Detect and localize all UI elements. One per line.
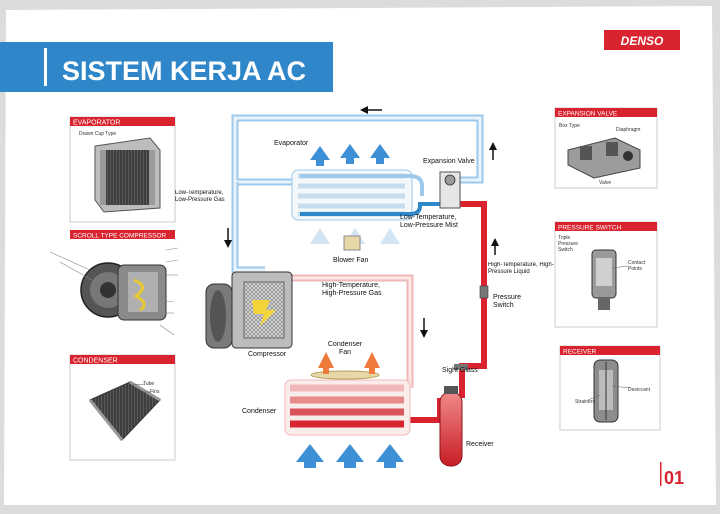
evaporator-coil [291, 169, 450, 221]
panel-caption: Triple Pressure Switch [558, 235, 579, 253]
condenser-fan-label-wrap: Condenser Fan [327, 341, 363, 356]
condenser-fan-label: Condenser Fan [327, 341, 363, 356]
blower-fan-label: Blower Fan [333, 257, 369, 264]
cold-air-arrows [310, 144, 390, 166]
diaphragm-label: Diaphragm [616, 127, 640, 133]
flow-arrow-up-icon [491, 238, 499, 255]
panel-title: PRESSURE SWITCH [558, 225, 622, 232]
panel-evaporator: EVAPORATOR Drawn Cup Type [69, 116, 176, 223]
flow-arrow-up-icon [489, 142, 497, 160]
panel-header [70, 355, 175, 364]
condenser-core-image [88, 380, 161, 441]
contact-points-label: Contact Points [628, 260, 646, 272]
panel-title: EVAPORATOR [73, 120, 120, 127]
title-bar [0, 42, 333, 92]
pressure-switch-icon [479, 285, 489, 299]
flow-arrow-down-icon [420, 318, 428, 338]
panel-header [560, 346, 660, 355]
panel-expansion-valve: EXPANSION VALVE Box Type Diaphragm Valve [554, 107, 658, 189]
scroll-compressor-image [49, 247, 179, 336]
receiver-drier [439, 386, 463, 467]
hot-air-arrows [318, 352, 380, 374]
panel-caption-wrap: Triple Pressure Switch [558, 235, 579, 253]
evaporator-core-image [94, 137, 161, 213]
compressor-unit [205, 271, 293, 349]
pressure-switch-image [591, 249, 629, 310]
pressure-switch-label-wrap: Pressure Switch [493, 294, 522, 309]
high-pressure-gas-line [285, 274, 414, 388]
high-temp-liquid-label: High-Temperature, High-Pressure Liquid [488, 262, 554, 275]
title-divider [44, 48, 47, 86]
page-number: 01 [664, 468, 684, 488]
flow-arrow-down-icon [224, 228, 232, 248]
paper-sheet [4, 6, 716, 505]
panel-title: RECEIVER [563, 349, 597, 356]
panel-header [70, 230, 175, 239]
high-temp-gas-label: High-Temperature, High-Pressure Gas [322, 282, 382, 297]
evaporator-label: Evaporator [274, 140, 309, 147]
contact-label-wrap: Contact Points [628, 260, 646, 272]
condenser-label: Condenser [242, 408, 277, 415]
condenser-tube-label: Tube [143, 381, 154, 387]
expansion-valve-diaphragm [444, 174, 456, 186]
expansion-valve-label: Expansion Valve [423, 158, 475, 165]
panel-scroll-compressor: SCROLL TYPE COMPRESSOR [49, 230, 179, 340]
pressure-switch-label: Pressure Switch [493, 294, 522, 309]
low-temp-gas-label: Low-Temperature, Low-Pressure Gas [175, 190, 225, 203]
desiccant-label: Desiccant [628, 387, 651, 393]
condenser-fins-label: Fins [150, 389, 160, 395]
panel-pressure-switch: PRESSURE SWITCH Triple Pressure Switch C… [554, 221, 658, 328]
condenser-coil [284, 379, 411, 436]
sight-glass-label: Sight Glass [442, 367, 478, 374]
low-temp-mist-label: Low-Temperature, Low-Pressure Mist [400, 214, 458, 229]
expansion-valve-image [567, 137, 641, 179]
high-temp-gas-label-wrap: High-Temperature, High-Pressure Gas [322, 282, 382, 297]
compressor-label: Compressor [248, 351, 287, 358]
cooling-air-arrows [296, 444, 404, 468]
receiver-label: Receiver [466, 441, 494, 448]
strainers-label: Strainers [575, 399, 596, 405]
compressor-scroll [252, 300, 276, 326]
valve-label: Valve [599, 180, 611, 186]
panel-receiver: RECEIVER Desiccant Strainers [559, 345, 661, 431]
blower-fan-icon [343, 235, 361, 251]
flow-arrow-left-icon [360, 106, 382, 114]
panel-header [70, 117, 175, 126]
low-temp-mist-label-wrap: Low-Temperature, Low-Pressure Mist [400, 214, 458, 229]
condenser-fan-icon [310, 370, 380, 380]
brand-logo-text: DENSO [621, 34, 664, 48]
panel-condenser: CONDENSER Tube Fins [69, 354, 176, 461]
sight-glass-icon [454, 364, 468, 370]
panel-title: SCROLL TYPE COMPRESSOR [73, 233, 166, 240]
low-pressure-line [231, 114, 484, 274]
panel-title: EXPANSION VALVE [558, 111, 618, 118]
panel-title: CONDENSER [73, 358, 118, 365]
brand-logo [604, 30, 680, 50]
receiver-image [587, 359, 631, 423]
low-temp-gas-label-wrap: Low-Temperature, Low-Pressure Gas [175, 190, 225, 203]
panel-caption: Box Type [559, 123, 580, 129]
panel-header [555, 108, 657, 117]
high-temp-liquid-label-wrap: High-Temperature, High-Pressure Liquid [488, 262, 554, 275]
page-number-divider [660, 462, 662, 486]
panel-caption: Drawn Cup Type [79, 131, 116, 137]
page-title: SISTEM KERJA AC [62, 56, 306, 86]
panel-header [555, 222, 657, 231]
